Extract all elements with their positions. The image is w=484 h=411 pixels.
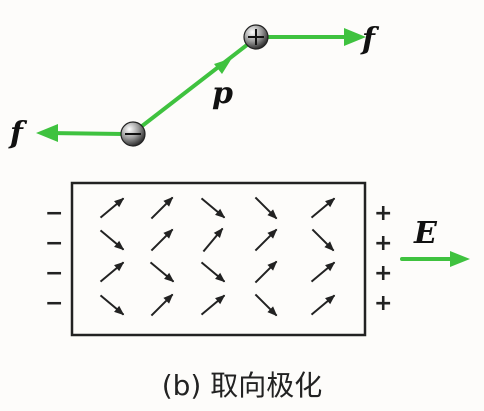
negative-sign: − [45,201,63,226]
dipole-arrow [254,228,278,252]
dipole-arrow [99,261,125,283]
dipole-arrow [150,293,174,317]
dipole-arrow [310,294,336,316]
dipole-arrow [254,260,278,284]
force-label-left: f [8,116,28,151]
dipole-moment-arrowhead [214,58,232,74]
dielectric-slab [70,181,367,337]
negative-sign: − [45,231,63,256]
positive-sign: + [374,291,392,316]
negative-sign: − [45,261,63,286]
negative-sign: − [45,291,63,316]
dipole-arrow [200,294,226,316]
dipole-arrow [150,196,174,220]
force-arrow-right-head [344,28,366,46]
positive-sign: + [374,231,392,256]
dipole-label: p [212,76,233,111]
dipole-arrow [149,261,175,283]
positive-sign: + [374,201,392,226]
figure-caption: (b) 取向极化 [162,369,323,402]
positive-sign: + [374,261,392,286]
dipole-arrow [99,229,125,251]
negative-charge-sphere [120,121,146,147]
field-arrow-head [450,251,470,267]
force-arrow-left-head [36,124,58,142]
dipole-arrow [200,197,226,219]
field-label: E [413,216,438,251]
dipole-arrow [200,261,226,283]
dipole-arrow [311,228,335,252]
dipole-array [99,196,336,317]
negative-plate-signs: − − − − [45,201,63,316]
positive-plate-signs: + + + + [374,201,392,316]
positive-charge-sphere [243,24,269,50]
dipole-arrow [254,196,278,220]
dipole-arrow [99,197,125,219]
force-arrow-left-line [46,131,126,136]
dipole-arrow [150,228,174,252]
force-label-right: f [360,22,380,57]
dipole-arrow [202,227,224,253]
dipole-arrow [310,197,336,219]
dipole-arrow [310,261,336,283]
dipole-arrow [99,294,125,316]
dipole-moment-line [131,36,258,135]
dipole-arrow [254,293,278,317]
